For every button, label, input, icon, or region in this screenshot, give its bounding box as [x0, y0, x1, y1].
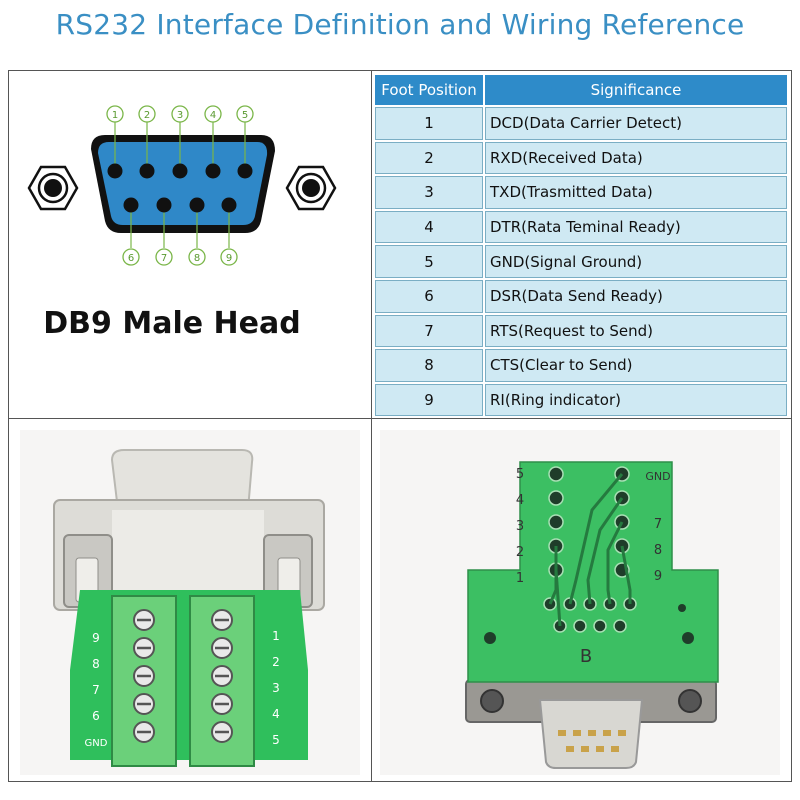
- board-label: 4: [516, 493, 524, 508]
- pin-cell: 7: [375, 314, 483, 348]
- board-label: 3: [516, 519, 524, 534]
- pin-number-label: 3: [177, 110, 183, 121]
- terminal-label: 8: [92, 657, 100, 671]
- board-label: 8: [654, 543, 662, 558]
- board-label: 7: [654, 517, 662, 532]
- signal-cell: CTS(Clear to Send): [485, 349, 787, 382]
- board-label: 5: [516, 467, 524, 482]
- signal-cell: DTR(Rata Teminal Ready): [485, 210, 787, 244]
- terminal-label: 3: [272, 681, 280, 695]
- pin-cell: 4: [375, 210, 483, 244]
- column-divider: [371, 70, 372, 782]
- pin-9-contact: [221, 197, 237, 213]
- terminal-label: 6: [92, 709, 100, 723]
- signal-cell: DCD(Data Carrier Detect): [485, 107, 787, 140]
- pin-7-contact: [156, 197, 172, 213]
- pin-cell: 2: [375, 141, 483, 175]
- pin-cell: 8: [375, 349, 483, 382]
- terminal-adapter-photo: 9 8 7 6 GND 1 2 3 4 5: [20, 430, 360, 775]
- pin-cell: 3: [375, 176, 483, 209]
- table-header-row: Foot Position Significance: [375, 75, 787, 105]
- pin-number-label: 5: [242, 110, 248, 121]
- db9-connector-diagram: 1 2 3 4 5 6 7 8 9: [27, 105, 337, 266]
- board-label: 9: [654, 569, 662, 584]
- signal-cell: RTS(Request to Send): [485, 314, 787, 348]
- db9-pinout-panel: 1 2 3 4 5 6 7 8 9: [9, 71, 371, 418]
- d-shell-face-icon: [98, 142, 268, 225]
- signal-cell: RI(Ring indicator): [485, 383, 787, 417]
- terminal-label: 1: [272, 629, 280, 643]
- pin-number-label: 8: [194, 253, 200, 264]
- left-hex-nut-icon: [27, 165, 79, 211]
- row-divider: [8, 418, 792, 419]
- column-header-foot-position: Foot Position: [375, 75, 483, 105]
- pin-1-contact: [107, 163, 123, 179]
- pin-cell: 6: [375, 279, 483, 313]
- pin-2-contact: [139, 163, 155, 179]
- pin-number-label: 7: [161, 253, 167, 264]
- terminal-label: 5: [272, 733, 280, 747]
- pin-number-label: 1: [112, 110, 118, 121]
- signal-cell: TXD(Trasmitted Data): [485, 176, 787, 209]
- terminal-label: 9: [92, 631, 100, 645]
- pin-cell: 9: [375, 383, 483, 417]
- pin-8-contact: [189, 197, 205, 213]
- terminal-label: 7: [92, 683, 100, 697]
- right-hex-nut-icon: [285, 165, 337, 211]
- pin-4-contact: [205, 163, 221, 179]
- board-marking: B: [580, 646, 592, 667]
- pin-number-label: 6: [128, 253, 134, 264]
- pin-5-contact: [237, 163, 253, 179]
- terminal-label: GND: [85, 738, 108, 749]
- pin-6-contact: [123, 197, 139, 213]
- pin-cell: 5: [375, 245, 483, 278]
- board-label: 1: [516, 571, 524, 586]
- pcb-board-photo: 5 4 3 2 1 GND 7 8 9 B: [380, 430, 780, 775]
- board-label: 2: [516, 545, 524, 560]
- reference-frame: [8, 70, 792, 782]
- pin-number-label: 2: [144, 110, 150, 121]
- page-title: RS232 Interface Definition and Wiring Re…: [55, 8, 745, 41]
- board-label: GND: [645, 470, 670, 483]
- signal-cell: DSR(Data Send Ready): [485, 279, 787, 313]
- signal-cell: RXD(Received Data): [485, 141, 787, 175]
- pin-number-label: 4: [210, 110, 216, 121]
- terminal-label: 2: [272, 655, 280, 669]
- terminal-label: 4: [272, 707, 280, 721]
- connector-label: DB9 Male Head: [43, 306, 301, 341]
- pin-number-label: 9: [226, 253, 232, 264]
- pin-3-contact: [172, 163, 188, 179]
- column-header-significance: Significance: [485, 75, 787, 105]
- pin-cell: 1: [375, 107, 483, 140]
- signal-cell: GND(Signal Ground): [485, 245, 787, 278]
